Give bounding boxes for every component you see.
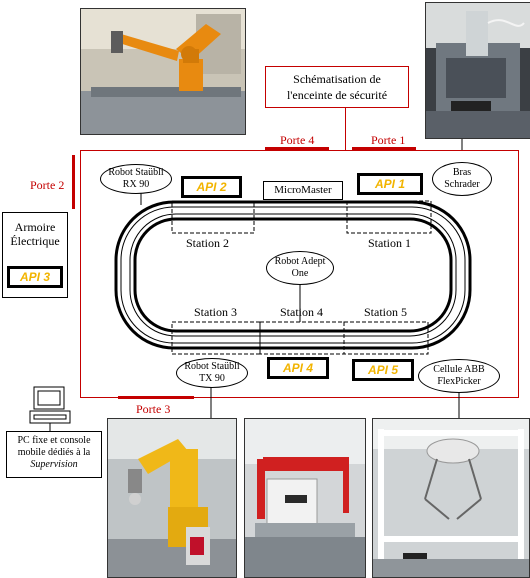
station-4-label: Station 4 — [280, 305, 324, 319]
photo-robot-staubli-tx90 — [107, 418, 237, 578]
porte-3-marker — [118, 396, 194, 399]
callout-bras-line-2: Schrader — [444, 179, 480, 190]
micromaster-label: MicroMaster — [274, 184, 332, 196]
callout-rx90-line-2: RX 90 — [122, 179, 150, 190]
armoire-line-2: Électrique — [10, 234, 60, 248]
porte-4-label: Porte 4 — [280, 133, 315, 147]
photo-robot-staubli-rx90 — [80, 8, 246, 135]
api-1-box: API 1 — [357, 173, 423, 195]
callout-rx90-line-1: Robot Staübli — [108, 167, 164, 178]
callout-abb-line-2: FlexPicker — [437, 376, 481, 387]
api-5-box: API 5 — [352, 359, 414, 381]
porte-1-marker — [352, 147, 416, 150]
callout-abb-line-1: Cellule ABB — [433, 364, 485, 375]
computer-icon — [29, 386, 71, 431]
callout-adept-line-1: Robot Adept — [274, 256, 326, 267]
callout-cellule-abb-flexpicker: Cellule ABB FlexPicker — [418, 359, 500, 393]
pc-line-3: Supervision — [30, 459, 78, 470]
api-2-label: API 2 — [196, 180, 227, 194]
callout-bras-line-1: Bras — [452, 167, 472, 178]
title-line-1: Schématisation de — [293, 72, 381, 86]
pc-line-1: PC fixe et console — [17, 435, 91, 446]
callout-robot-staubli-rx90: Robot Staübli RX 90 — [100, 164, 172, 194]
api-3-box: API 3 — [7, 266, 63, 288]
api-2-box: API 2 — [181, 176, 242, 198]
api-3-label: API 3 — [19, 270, 50, 284]
callout-adept-line-2: One — [291, 268, 309, 279]
porte-2-marker — [72, 155, 75, 209]
station-1-label: Station 1 — [368, 236, 412, 250]
callout-robot-adept-one: Robot Adept One — [266, 251, 334, 285]
callout-tx90-line-1: Robot Staübli — [184, 361, 240, 372]
porte-4-marker — [265, 147, 329, 150]
api-5-label: API 5 — [367, 363, 398, 377]
pc-supervision-box: PC fixe et console mobile dédiés à la Su… — [6, 431, 102, 478]
porte-1-label: Porte 1 — [371, 133, 406, 147]
armoire-line-1: Armoire — [14, 220, 56, 234]
callout-bras-schrader: Bras Schrader — [432, 162, 492, 196]
pc-line-2: mobile dédiés à la — [17, 447, 91, 458]
station-5-label: Station 5 — [364, 305, 408, 319]
station-3-label: Station 3 — [194, 305, 238, 319]
callout-robot-staubli-tx90: Robot Staübli TX 90 — [176, 358, 248, 388]
callout-tx90-line-2: TX 90 — [199, 373, 225, 384]
title-box: Schématisation de l'enceinte de sécurité — [265, 66, 409, 108]
photo-bras-schrader — [425, 2, 530, 139]
title-line-2: l'enceinte de sécurité — [286, 88, 388, 102]
porte-2-label: Porte 2 — [30, 178, 65, 192]
api-1-label: API 1 — [374, 177, 405, 191]
title-leader — [345, 108, 346, 150]
photo-cellule-abb-flexpicker — [372, 418, 530, 578]
photo-robot-adept-one — [244, 418, 366, 578]
api-4-label: API 4 — [282, 361, 313, 375]
api-4-box: API 4 — [267, 357, 329, 379]
porte-3-label: Porte 3 — [136, 402, 171, 416]
station-2-label: Station 2 — [186, 236, 230, 250]
micromaster-box: MicroMaster — [263, 181, 343, 200]
security-enclosure — [80, 150, 519, 398]
